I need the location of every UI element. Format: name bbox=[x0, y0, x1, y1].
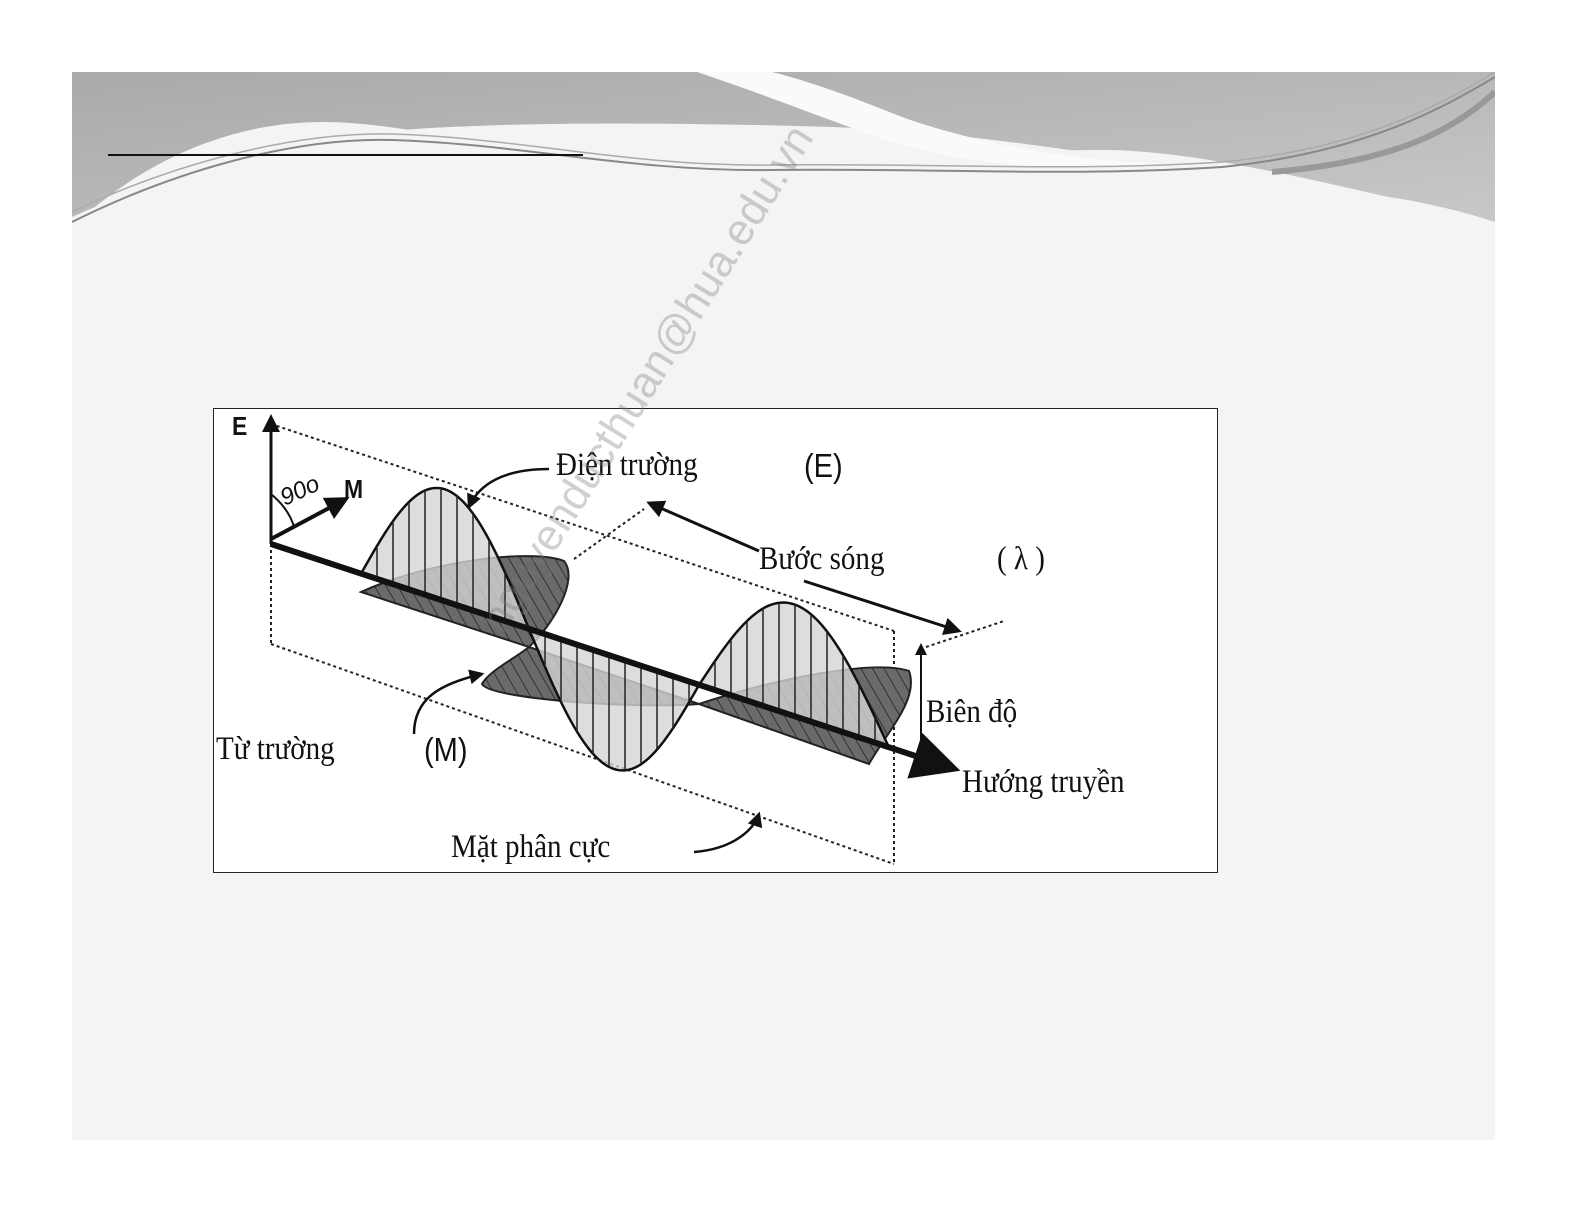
title-underline bbox=[108, 154, 583, 156]
electric-field-symbol: (E) bbox=[804, 447, 843, 484]
wavelength-symbol: ( λ ) bbox=[997, 541, 1045, 577]
direction-label: Hướng truyền bbox=[962, 764, 1125, 800]
electric-field-label: Điện trường bbox=[556, 447, 698, 483]
header-swoosh-decoration bbox=[72, 72, 1495, 247]
polarization-plane bbox=[270, 423, 1005, 865]
e-axis-label: E bbox=[232, 411, 248, 441]
polarization-plane-label: Mặt phân cực bbox=[451, 829, 611, 865]
electric-field-wave bbox=[359, 486, 892, 772]
magnetic-field-symbol: (M) bbox=[424, 731, 468, 768]
wavelength-label: Bước sóng bbox=[759, 541, 885, 577]
m-axis bbox=[270, 497, 350, 541]
angle-arc bbox=[270, 493, 295, 528]
electric-field-lobe bbox=[359, 486, 532, 632]
em-wave-diagram: E 90o M Điện trường (E) Bước sóng ( λ ) … bbox=[213, 408, 1218, 873]
magnetic-field-label: Từ trường bbox=[216, 731, 335, 767]
m-axis-label: M bbox=[344, 474, 364, 504]
amplitude-label: Biên độ bbox=[926, 694, 1018, 730]
propagation-axis bbox=[270, 541, 961, 779]
em-wave-drawing bbox=[262, 414, 1005, 865]
